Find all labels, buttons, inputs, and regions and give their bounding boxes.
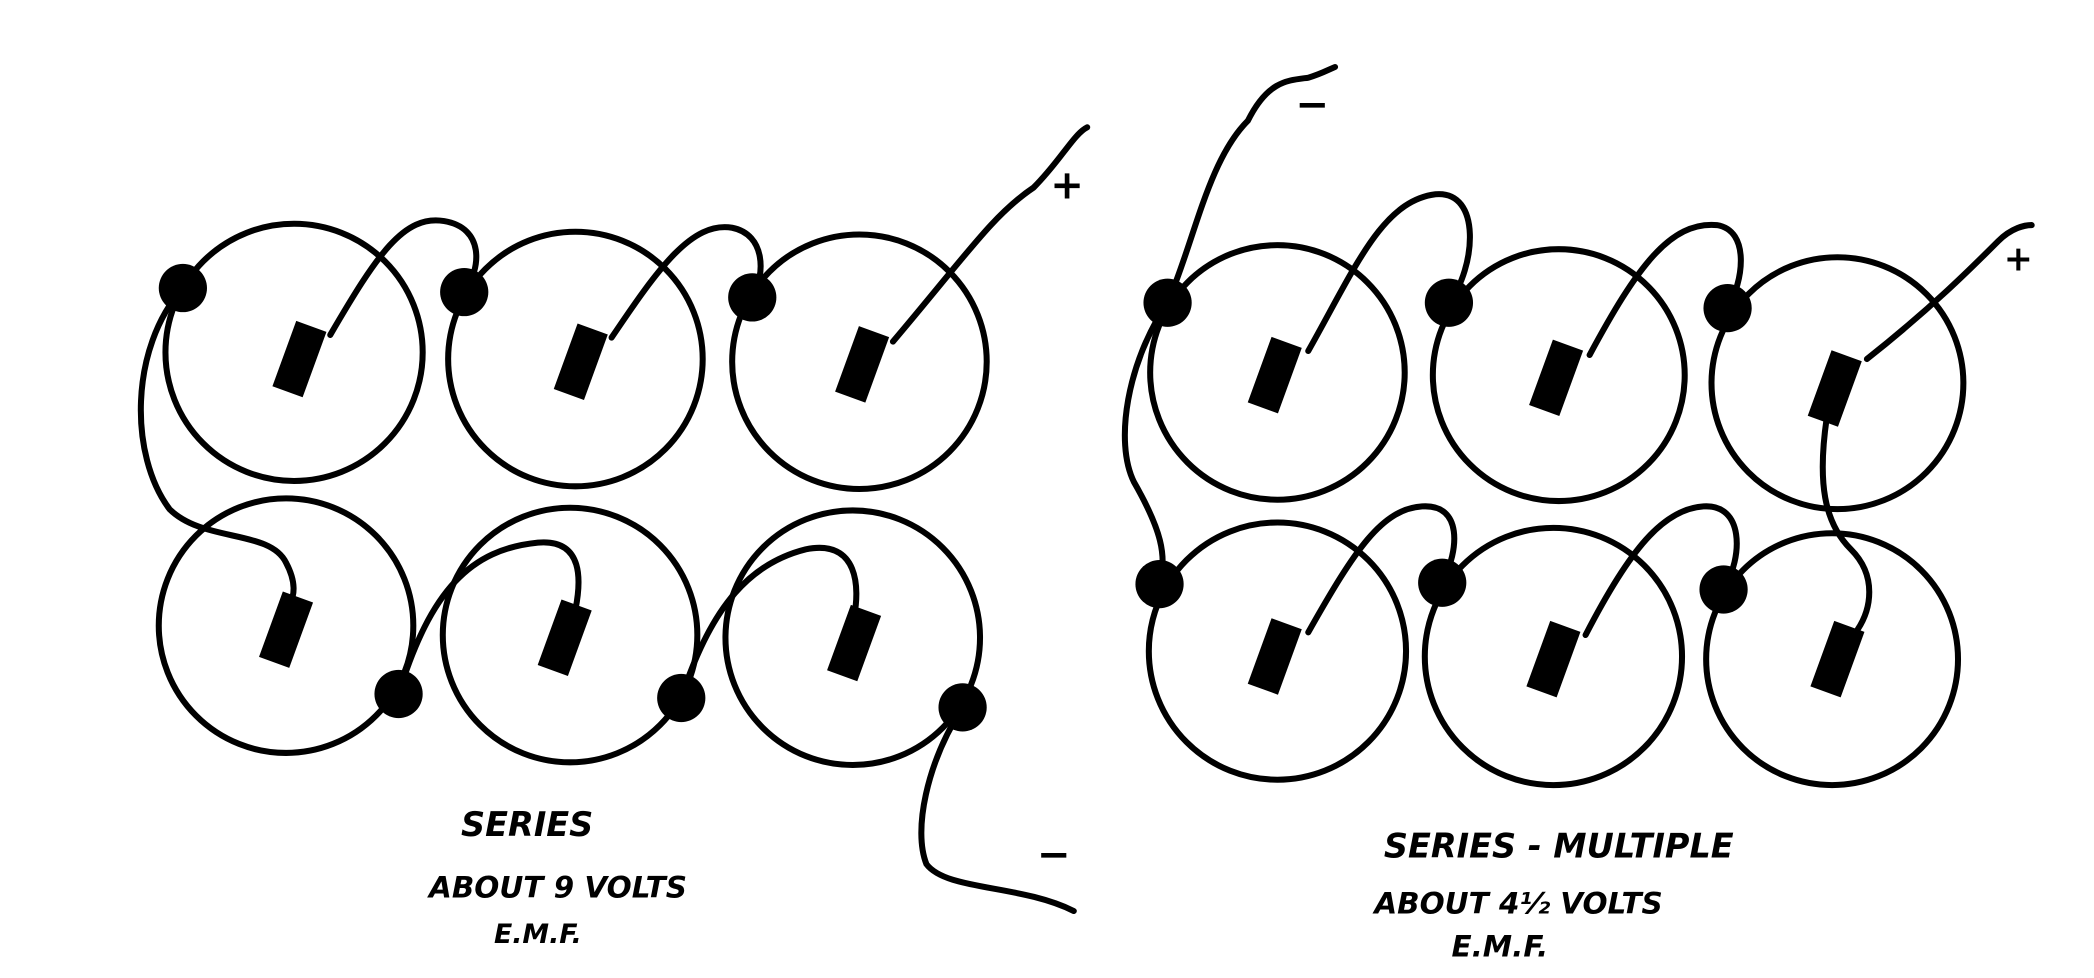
series-multiple-title: SERIES - MULTIPLE	[1384, 826, 1734, 865]
series-title: SERIES	[461, 805, 593, 844]
cell	[1703, 530, 1962, 789]
cell	[162, 220, 426, 484]
positive-terminal-label: +	[1050, 162, 1084, 208]
positive-terminal-label: +	[2004, 240, 2033, 280]
series-multiple-voltage: ABOUT 4½ VOLTS	[1372, 887, 1662, 921]
negative-terminal-label: −	[1295, 82, 1329, 128]
cell	[1708, 254, 1967, 513]
negative-terminal-label: −	[1037, 832, 1071, 878]
cell	[722, 507, 984, 768]
wires	[137, 124, 1091, 915]
cell	[1421, 524, 1686, 789]
cell	[729, 231, 990, 493]
series-multiple-unit: E.M.F.	[1451, 930, 1548, 964]
wires	[1121, 63, 2035, 639]
cell	[1147, 242, 1408, 503]
cell	[155, 495, 417, 756]
series-unit: E.M.F.	[494, 919, 582, 950]
zinc-electrodes	[1247, 336, 1865, 698]
series-voltage: ABOUT 9 VOLTS	[427, 871, 687, 905]
zinc-electrodes	[259, 320, 890, 682]
cell	[445, 228, 706, 490]
cell	[1429, 246, 1688, 505]
series-arrangement: + − SERIES ABOUT 9 VOLTS E.M.F.	[137, 124, 1091, 950]
cell	[439, 504, 701, 766]
series-multiple-arrangement: + − SERIES - MULTIPLE ABOUT 4½ VOLTS E.M…	[1121, 63, 2035, 964]
cell	[1145, 519, 1410, 783]
